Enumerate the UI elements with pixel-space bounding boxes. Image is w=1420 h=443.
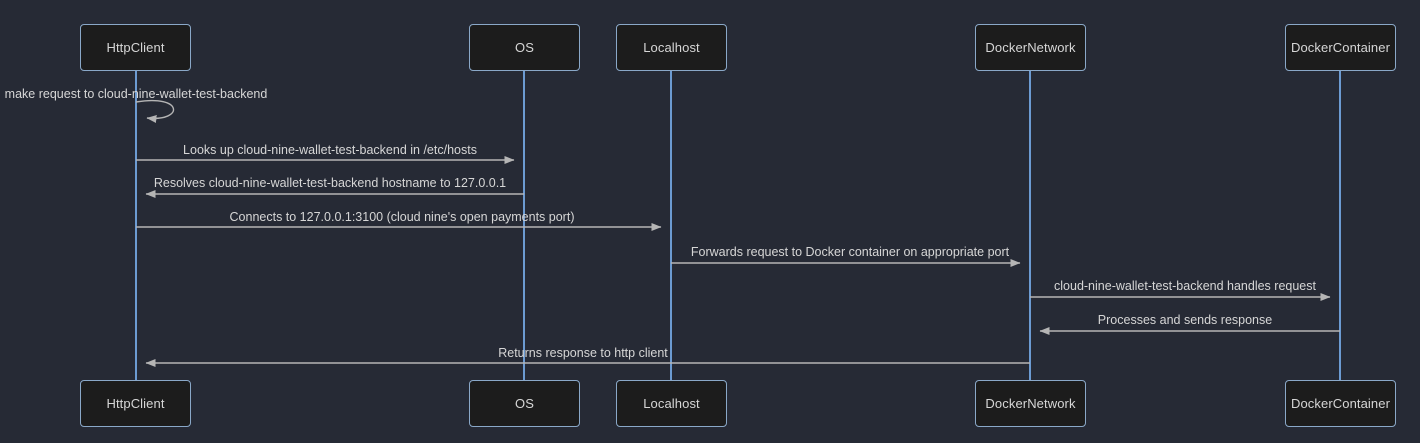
participant-label: OS [515, 396, 534, 411]
participant-label: HttpClient [106, 396, 165, 411]
message-label-m3: Resolves cloud-nine-wallet-test-backend … [153, 176, 507, 190]
participant-localhost-bottom[interactable]: Localhost [616, 380, 727, 427]
message-arrow-m1 [135, 99, 175, 123]
participant-dockernetwork-bottom[interactable]: DockerNetwork [975, 380, 1086, 427]
participant-label: Localhost [643, 396, 700, 411]
message-label-m6: cloud-nine-wallet-test-backend handles r… [1054, 279, 1316, 293]
message-arrows [135, 99, 1340, 367]
participant-label: OS [515, 40, 534, 55]
message-label-m2: Looks up cloud-nine-wallet-test-backend … [183, 143, 477, 157]
message-label-m1: make request to cloud-nine-wallet-test-b… [4, 87, 268, 101]
participant-label: DockerContainer [1290, 396, 1391, 411]
participant-label: DockerNetwork [985, 40, 1076, 55]
message-label-m7: Processes and sends response [1097, 313, 1273, 327]
message-label-m8: Returns response to http client [498, 346, 668, 360]
participant-label: DockerContainer [1290, 40, 1391, 55]
participant-os-top[interactable]: OS [469, 24, 580, 71]
message-label-m5: Forwards request to Docker container on … [690, 245, 1010, 259]
participant-localhost-top[interactable]: Localhost [616, 24, 727, 71]
participant-dockernetwork-top[interactable]: DockerNetwork [975, 24, 1086, 71]
participant-label: DockerNetwork [985, 396, 1076, 411]
participant-label: HttpClient [106, 40, 165, 55]
participant-os-bottom[interactable]: OS [469, 380, 580, 427]
lifelines [135, 71, 1341, 380]
participant-label: Localhost [643, 40, 700, 55]
participant-dockercontainer-bottom[interactable]: DockerContainer [1285, 380, 1396, 427]
participant-httpclient-top[interactable]: HttpClient [80, 24, 191, 71]
message-label-m4: Connects to 127.0.0.1:3100 (cloud nine's… [229, 210, 575, 224]
participant-dockercontainer-top[interactable]: DockerContainer [1285, 24, 1396, 71]
participant-httpclient-bottom[interactable]: HttpClient [80, 380, 191, 427]
